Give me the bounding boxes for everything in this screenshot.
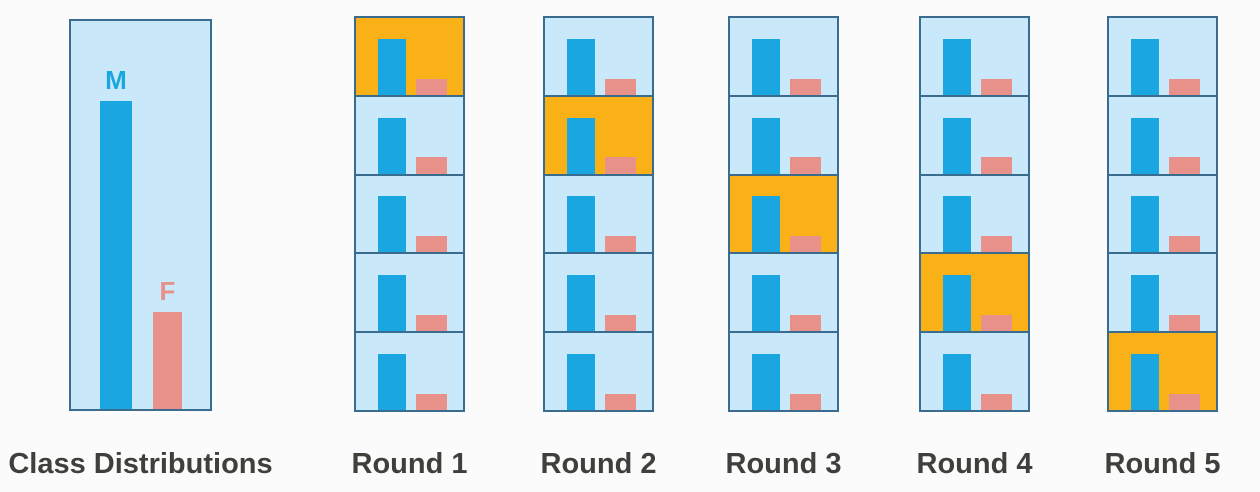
female-mini-bar (1169, 236, 1200, 253)
male-mini-bar (752, 353, 780, 410)
training-fold-cell (1109, 18, 1216, 95)
female-mini-bar (605, 315, 636, 332)
training-fold-cell (921, 94, 1028, 174)
class-distribution-panel: M F (69, 19, 212, 411)
female-mini-bar (790, 236, 821, 253)
training-fold-cell (356, 252, 463, 332)
fold-stack (728, 16, 839, 412)
round-column: Round 3 (725, 0, 842, 492)
female-mini-bar (605, 236, 636, 253)
fold-stack (1107, 16, 1218, 412)
male-mini-bar (943, 353, 971, 410)
female-mini-bar (416, 393, 447, 410)
female-mini-bar (605, 78, 636, 95)
training-fold-cell (1109, 173, 1216, 253)
female-mini-bar (416, 157, 447, 174)
training-fold-cell (921, 173, 1028, 253)
round-column: Round 4 (916, 0, 1033, 492)
female-mini-bar (1169, 393, 1200, 410)
female-mini-bar (416, 78, 447, 95)
male-mini-bar (943, 275, 971, 332)
validation-fold-cell (730, 173, 837, 253)
round-column: Round 2 (540, 0, 657, 492)
fold-stack (354, 16, 465, 412)
training-fold-cell (730, 331, 837, 410)
female-mini-bar (1169, 78, 1200, 95)
male-mini-bar (752, 117, 780, 174)
validation-fold-cell (1109, 331, 1216, 410)
female-mini-bar (416, 236, 447, 253)
male-mini-bar (567, 117, 595, 174)
female-mini-bar (981, 393, 1012, 410)
female-mini-bar (605, 157, 636, 174)
female-mini-bar (416, 315, 447, 332)
validation-fold-cell (921, 252, 1028, 332)
training-fold-cell (1109, 252, 1216, 332)
male-mini-bar (752, 38, 780, 95)
fold-stack (919, 16, 1030, 412)
female-mini-bar (790, 78, 821, 95)
female-mini-bar (981, 157, 1012, 174)
validation-fold-cell (356, 18, 463, 95)
fold-stack (543, 16, 654, 412)
female-mini-bar (790, 157, 821, 174)
training-fold-cell (1109, 94, 1216, 174)
round-column: Round 1 (351, 0, 468, 492)
training-fold-cell (356, 173, 463, 253)
female-mini-bar (790, 315, 821, 332)
female-bar-label: F (159, 276, 176, 306)
training-fold-cell (545, 18, 652, 95)
male-mini-bar (1131, 196, 1159, 253)
male-mini-bar (752, 275, 780, 332)
class-distribution-group: M F Class Distributions (8, 0, 273, 492)
female-mini-bar (605, 393, 636, 410)
round-label: Round 3 (725, 448, 842, 480)
female-bar (153, 312, 182, 409)
female-mini-bar (1169, 157, 1200, 174)
training-fold-cell (730, 18, 837, 95)
round-column: Round 5 (1104, 0, 1221, 492)
female-mini-bar (981, 78, 1012, 95)
male-mini-bar (567, 196, 595, 253)
male-mini-bar (378, 353, 406, 410)
male-mini-bar (1131, 353, 1159, 410)
female-mini-bar (981, 315, 1012, 332)
round-label: Round 2 (540, 448, 657, 480)
training-fold-cell (921, 18, 1028, 95)
training-fold-cell (921, 331, 1028, 410)
round-label: Round 4 (916, 448, 1033, 480)
male-mini-bar (1131, 117, 1159, 174)
male-mini-bar (1131, 38, 1159, 95)
male-mini-bar (943, 117, 971, 174)
training-fold-cell (356, 331, 463, 410)
male-mini-bar (567, 353, 595, 410)
training-fold-cell (356, 94, 463, 174)
male-mini-bar (1131, 275, 1159, 332)
training-fold-cell (730, 252, 837, 332)
validation-fold-cell (545, 94, 652, 174)
male-mini-bar (943, 38, 971, 95)
male-bar-label: M (105, 64, 127, 95)
male-mini-bar (378, 196, 406, 253)
training-fold-cell (730, 94, 837, 174)
male-mini-bar (378, 38, 406, 95)
training-fold-cell (545, 173, 652, 253)
male-bar (100, 100, 132, 409)
male-mini-bar (567, 275, 595, 332)
class-distribution-caption: Class Distributions (8, 448, 273, 480)
female-mini-bar (1169, 315, 1200, 332)
round-label: Round 5 (1104, 448, 1221, 480)
training-fold-cell (545, 252, 652, 332)
male-mini-bar (567, 38, 595, 95)
female-mini-bar (790, 393, 821, 410)
training-fold-cell (545, 331, 652, 410)
male-mini-bar (752, 196, 780, 253)
male-mini-bar (378, 117, 406, 174)
male-mini-bar (378, 275, 406, 332)
female-mini-bar (981, 236, 1012, 253)
round-label: Round 1 (351, 448, 468, 480)
male-mini-bar (943, 196, 971, 253)
